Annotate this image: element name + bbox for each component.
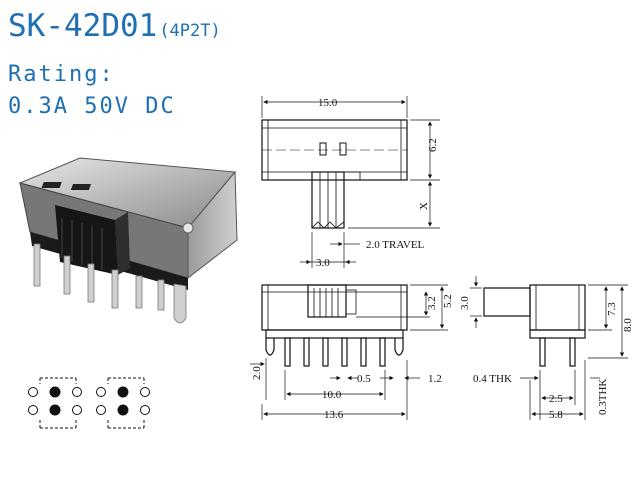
- front-view: [261, 284, 408, 367]
- contact-schematic: [28, 377, 150, 429]
- switch-photo: [18, 157, 238, 324]
- dim-knob-width: 3.0: [316, 257, 330, 269]
- model-number: SK-42D01: [8, 8, 158, 44]
- dim-side-7-3: 7.3: [606, 302, 618, 316]
- product-title: SK-42D01(4P2T): [8, 8, 221, 44]
- pole-throw-config: (4P2T): [159, 21, 221, 41]
- side-view: [483, 284, 586, 367]
- dim-top-width: 15.0: [318, 97, 338, 109]
- dim-top-height: 6.2: [427, 138, 439, 152]
- dim-front-13-6: 13.6: [324, 409, 344, 421]
- front-view-dimensions: [250, 284, 448, 420]
- dim-side-0-3thk: 0.3THK: [597, 379, 609, 415]
- side-view-dimensions: [470, 276, 628, 420]
- dim-side-8-0: 8.0: [622, 318, 634, 332]
- dim-front-10-0: 10.0: [322, 389, 342, 401]
- dim-front-2-0: 2.0: [251, 366, 263, 380]
- dim-front-3-2: 3.2: [426, 296, 438, 310]
- dim-side-2-5: 2.5: [549, 393, 563, 405]
- top-view: [261, 119, 408, 229]
- dim-travel-x: X: [418, 202, 430, 210]
- dim-side-knob-height: 3.0: [459, 296, 471, 310]
- top-view-dimensions: [261, 96, 440, 268]
- rating-label: Rating:: [8, 62, 115, 87]
- dim-travel: 2.0 TRAVEL: [366, 239, 425, 251]
- dim-side-5-8: 5.8: [549, 409, 563, 421]
- dim-side-0-4thk: 0.4 THK: [473, 373, 512, 385]
- rating-value: 0.3A 50V DC: [8, 94, 176, 119]
- dim-front-5-2: 5.2: [442, 294, 454, 308]
- dim-front-0-5: 0.5: [357, 373, 371, 385]
- dim-front-1-2: 1.2: [428, 373, 442, 385]
